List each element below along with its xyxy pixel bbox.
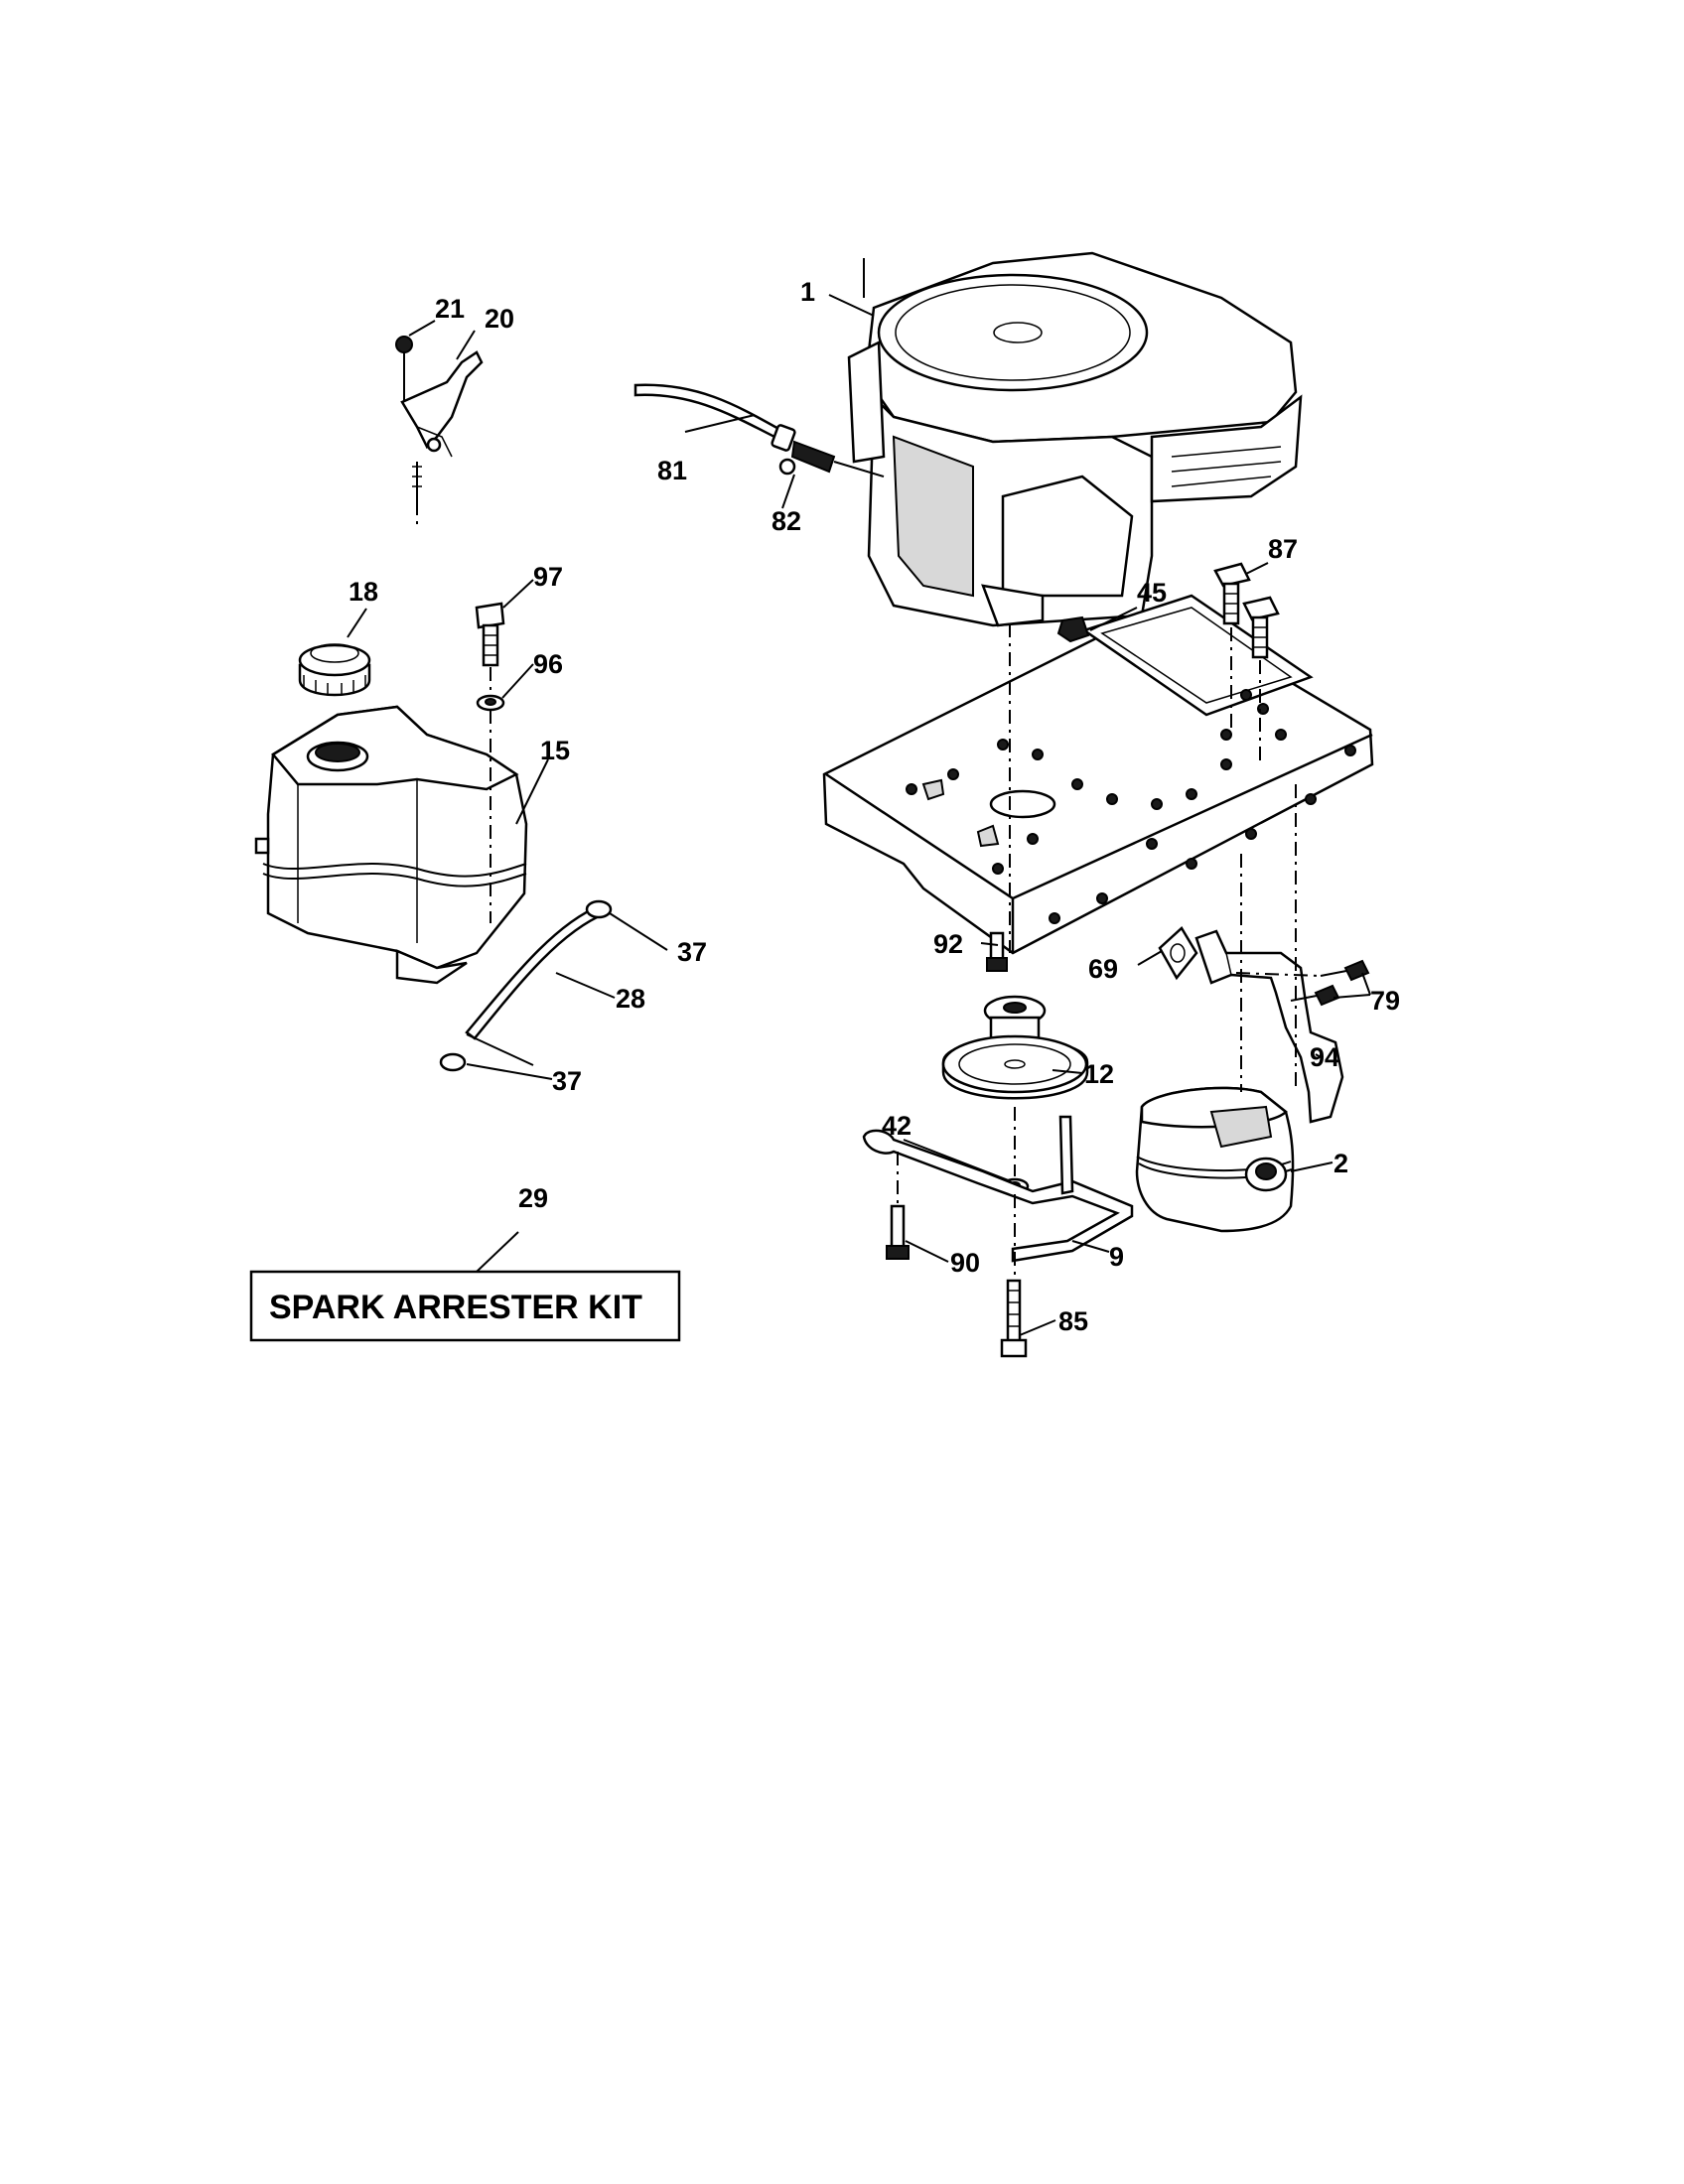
alignment-lines	[416, 501, 1322, 1279]
label-85: 85	[1058, 1306, 1088, 1336]
gasket-part	[1158, 926, 1198, 981]
bolt-87-upper-part	[1213, 562, 1251, 625]
label-69: 69	[1088, 954, 1118, 984]
washer-96-part	[476, 694, 505, 712]
exhaust-pipe-part	[1194, 929, 1344, 1124]
hose-clamp-lower-part	[439, 1052, 467, 1072]
rod-bracket-part	[862, 1115, 1134, 1263]
label-81: 81	[657, 456, 687, 485]
label-97: 97	[533, 562, 563, 592]
control-bracket-part	[395, 336, 484, 501]
label-9: 9	[1109, 1242, 1124, 1272]
bolt-92-part	[986, 931, 1008, 972]
pulley-part	[941, 995, 1089, 1100]
label-29: 29	[518, 1183, 548, 1213]
label-96: 96	[533, 649, 563, 679]
label-12: 12	[1084, 1059, 1114, 1089]
bolt-85-part	[1000, 1279, 1028, 1358]
spark-arrester-kit-box	[249, 1270, 681, 1342]
nut-45-part	[1056, 615, 1090, 643]
label-90: 90	[950, 1248, 980, 1278]
label-28: 28	[616, 984, 645, 1014]
label-21: 21	[435, 294, 465, 324]
screw-79-upper-part	[1320, 959, 1370, 982]
label-1: 1	[800, 277, 815, 307]
bolt-97-part	[475, 602, 505, 667]
hose-clamp-upper-part	[585, 899, 613, 919]
fuel-tank-part	[254, 705, 528, 985]
fuel-fitting-part	[778, 440, 885, 478]
muffler-part	[1135, 1086, 1295, 1233]
label-42: 42	[882, 1111, 912, 1141]
label-20: 20	[485, 304, 514, 334]
fuel-line-part	[633, 383, 796, 452]
part-labels: 1 2 9 12 15 18 20 21 28 29 37 37 42 45 6…	[269, 277, 1400, 1336]
label-94: 94	[1310, 1042, 1339, 1072]
label-37-upper: 37	[677, 937, 707, 967]
label-2: 2	[1333, 1149, 1348, 1178]
label-18: 18	[349, 577, 378, 607]
bolt-87-lower-part	[1242, 596, 1280, 659]
label-15: 15	[540, 736, 570, 765]
spark-arrester-kit-label: SPARK ARRESTER KIT	[269, 1289, 642, 1326]
label-79: 79	[1370, 986, 1400, 1016]
label-92: 92	[933, 929, 963, 959]
label-87: 87	[1268, 534, 1298, 564]
bolt-90-part	[886, 1204, 910, 1260]
leader-lines	[347, 294, 1371, 1336]
label-82: 82	[772, 506, 801, 536]
engine-part	[847, 251, 1303, 627]
frame-plate-part	[822, 594, 1374, 955]
label-37-lower: 37	[552, 1066, 582, 1096]
label-45: 45	[1137, 578, 1167, 608]
gas-cap-part	[298, 643, 371, 697]
